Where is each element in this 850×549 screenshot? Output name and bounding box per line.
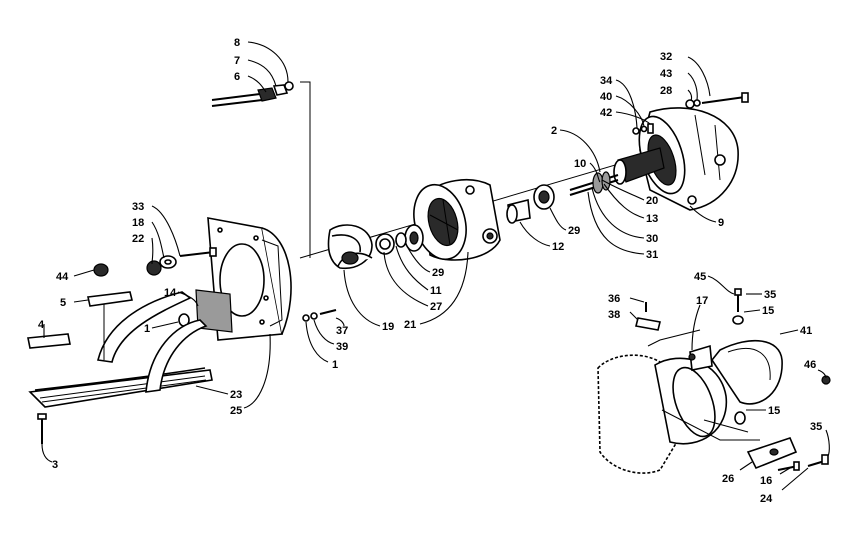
callout-25: 25 <box>230 405 242 417</box>
callout-20: 20 <box>646 195 658 207</box>
callout-38: 38 <box>608 309 620 321</box>
plate-4 <box>27 333 71 349</box>
callout-44: 44 <box>56 271 69 283</box>
callout-29-upper: 29 <box>568 225 580 237</box>
bolt-32 <box>685 92 749 109</box>
stator-housing-21 <box>413 179 501 261</box>
callout-8: 8 <box>234 37 240 49</box>
callout-36: 36 <box>608 293 620 305</box>
callout-46: 46 <box>804 359 816 371</box>
callout-40: 40 <box>600 91 612 103</box>
callout-30: 30 <box>646 233 658 245</box>
cable-assembly <box>211 81 294 107</box>
callout-6: 6 <box>234 71 240 83</box>
callout-23: 23 <box>230 389 242 401</box>
impeller-19 <box>327 224 373 270</box>
callout-4: 4 <box>38 319 45 331</box>
leader-lines <box>41 41 830 491</box>
callout-42: 42 <box>600 107 612 119</box>
callout-12: 12 <box>552 241 564 253</box>
callout-35-upper: 35 <box>764 289 776 301</box>
callout-24: 24 <box>760 493 773 505</box>
ride-plate-23-25 <box>28 291 213 408</box>
callout-22: 22 <box>132 233 144 245</box>
callout-1-right: 1 <box>332 359 338 371</box>
gasket-14 <box>195 289 233 333</box>
callout-27: 27 <box>430 301 442 313</box>
callout-39: 39 <box>336 341 348 353</box>
screws-16-24-35 <box>777 454 829 471</box>
callout-31: 31 <box>646 249 658 261</box>
pump-housing-part-9 <box>638 107 739 211</box>
callout-29-lower: 29 <box>432 267 444 279</box>
callout-28: 28 <box>660 85 672 97</box>
callout-3: 3 <box>52 459 58 471</box>
bolt-45-15-upper <box>732 288 744 325</box>
callout-18: 18 <box>132 217 144 229</box>
callout-11: 11 <box>430 285 442 297</box>
callout-15-upper: 15 <box>762 305 774 317</box>
plate-5 <box>87 291 133 307</box>
bearing-29-12 <box>506 184 555 224</box>
callout-9: 9 <box>718 217 724 229</box>
fastener-34-40-42 <box>632 123 654 135</box>
callout-45: 45 <box>694 271 706 283</box>
callout-13: 13 <box>646 213 658 225</box>
callout-41: 41 <box>800 325 812 337</box>
callout-35-lower: 35 <box>810 421 822 433</box>
callout-26: 26 <box>722 473 734 485</box>
bolt-33 <box>179 247 217 257</box>
screw-3-head <box>37 413 47 420</box>
callout-2: 2 <box>551 125 557 137</box>
callout-43: 43 <box>660 68 672 80</box>
shaft-cone-assembly <box>569 147 665 196</box>
callout-19: 19 <box>382 321 394 333</box>
callout-labels: 8 7 6 32 43 28 34 40 42 2 10 20 13 30 31… <box>38 37 822 505</box>
fasteners-37-39 <box>302 309 337 322</box>
callout-33: 33 <box>132 201 144 213</box>
callout-15-lower: 15 <box>768 405 780 417</box>
callout-14: 14 <box>164 287 177 299</box>
callout-7: 7 <box>234 55 240 67</box>
washer-15-lower <box>734 411 746 425</box>
callout-37: 37 <box>336 325 348 337</box>
callout-5: 5 <box>60 297 66 309</box>
callout-21: 21 <box>404 319 416 331</box>
callout-17: 17 <box>696 295 708 307</box>
steering-nozzle-detail <box>597 329 798 474</box>
pin-36-38 <box>635 302 661 331</box>
callout-10: 10 <box>574 158 586 170</box>
nut-44 <box>93 263 109 277</box>
seal-rings <box>375 224 424 255</box>
callout-34: 34 <box>600 75 613 87</box>
nut-washer-18-22 <box>146 255 177 276</box>
cable-guide-line <box>300 81 311 258</box>
callout-16: 16 <box>760 475 772 487</box>
callout-1-left: 1 <box>144 323 150 335</box>
callout-32: 32 <box>660 51 672 63</box>
